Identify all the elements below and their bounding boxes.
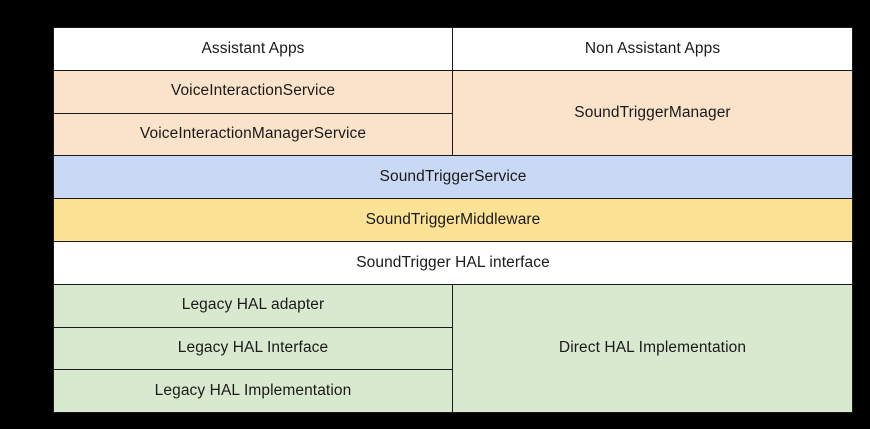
table-row-legacy-hal-adapter: Legacy HAL adapter Direct HAL Implementa… [53,283,853,414]
cell-legacy-hal-implementation: Legacy HAL Implementation [53,369,453,414]
cell-legacy-hal-interface: Legacy HAL Interface [53,326,453,371]
table-row-sound-trigger-service: SoundTriggerService [53,155,853,200]
cell-direct-hal-implementation: Direct HAL Implementation [452,283,853,414]
table-row-legacy-hal-implementation: Legacy HAL Implementation [53,369,853,414]
table-row-app-layer-header: Assistant Apps Non Assistant Apps [53,27,853,71]
cell-voice-interaction-service: VoiceInteractionService [53,69,453,114]
cell-non-assistant-apps: Non Assistant Apps [452,27,853,71]
cell-legacy-hal-adapter: Legacy HAL adapter [53,283,453,328]
cell-sound-trigger-hal-interface: SoundTrigger HAL interface [53,240,853,285]
table-row-sound-trigger-hal-interface: SoundTrigger HAL interface [53,240,853,285]
table-row-sound-trigger-middleware: SoundTriggerMiddleware [53,198,853,242]
table-row-voice-interaction-manager-service: VoiceInteractionManagerService [53,112,853,157]
table-row-legacy-hal-interface: Legacy HAL Interface [53,326,853,371]
cell-sound-trigger-service: SoundTriggerService [53,155,853,200]
cell-sound-trigger-manager: SoundTriggerManager [452,69,853,157]
soundtrigger-architecture-table: Assistant Apps Non Assistant Apps VoiceI… [53,27,853,414]
table-row-voice-interaction-service: VoiceInteractionService SoundTriggerMana… [53,69,853,157]
cell-voice-interaction-manager-service: VoiceInteractionManagerService [53,112,453,157]
cell-assistant-apps: Assistant Apps [53,27,453,71]
cell-sound-trigger-middleware: SoundTriggerMiddleware [53,198,853,242]
